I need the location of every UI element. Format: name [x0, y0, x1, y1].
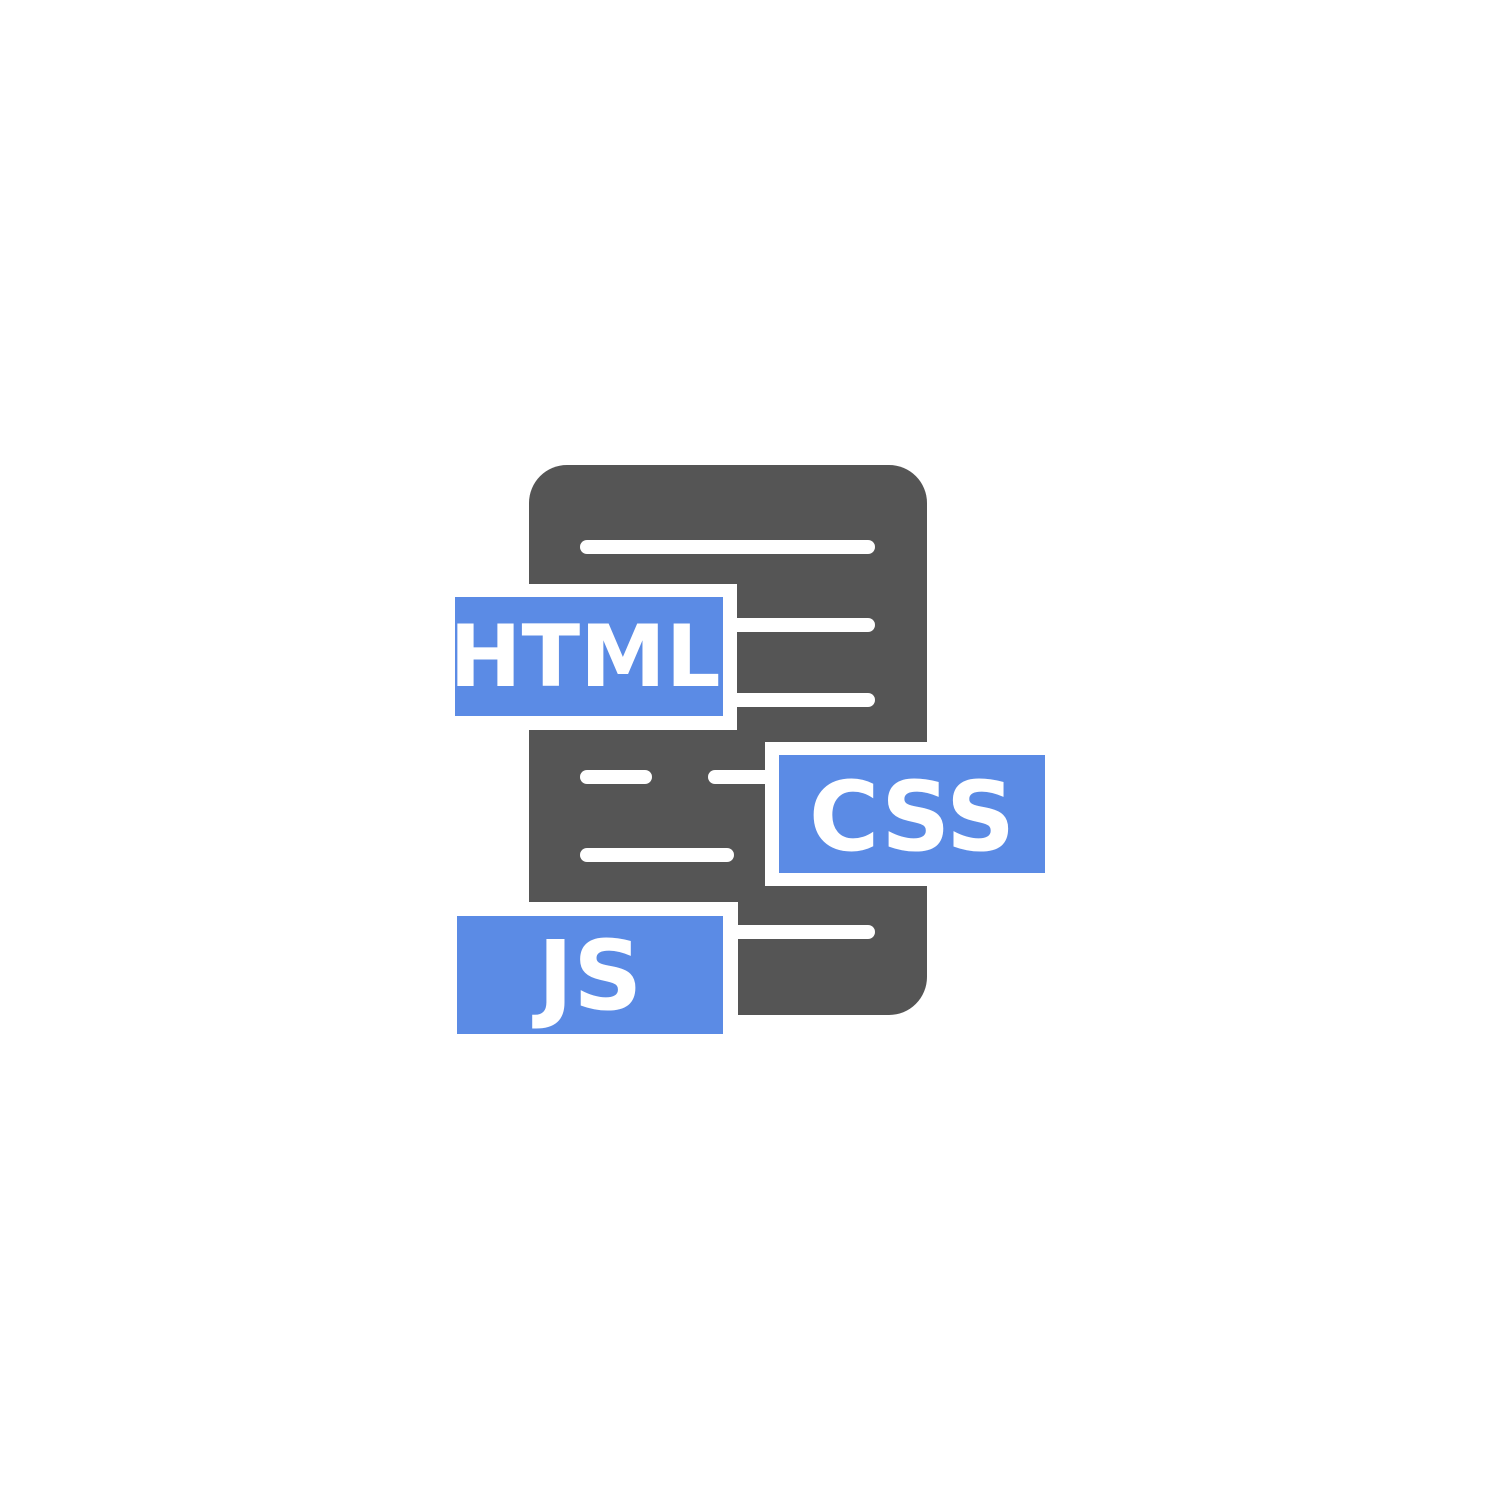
js-badge-fill: [457, 916, 723, 1034]
html-badge-fill: [455, 597, 723, 716]
html-badge: HTML: [448, 584, 737, 730]
css-badge-label: CSS: [809, 761, 1015, 873]
js-badge: JS: [449, 902, 738, 1042]
css-badge-fill: [779, 755, 1045, 873]
document-lines: [580, 540, 875, 939]
js-badge-label: JS: [532, 920, 643, 1032]
html-badge-label: HTML: [449, 607, 720, 707]
css-badge: CSS: [765, 742, 1057, 886]
